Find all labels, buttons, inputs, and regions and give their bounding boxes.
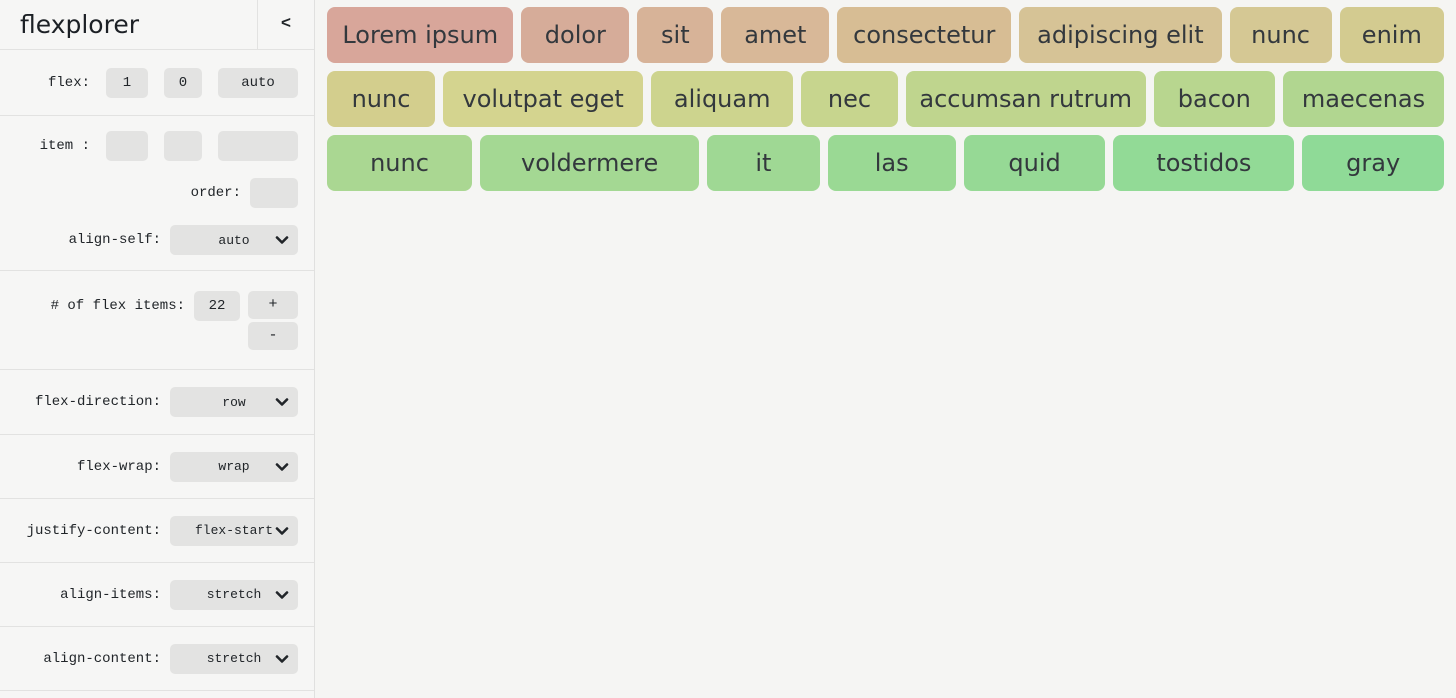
flex-basis-input[interactable] xyxy=(218,67,298,98)
align-items-select[interactable]: stretch xyxy=(170,579,298,610)
flex-item[interactable]: consectetur xyxy=(837,7,1012,63)
flex-item[interactable]: gray xyxy=(1302,135,1444,191)
flex-item[interactable]: nunc xyxy=(327,71,436,127)
flex-item[interactable]: nunc xyxy=(327,135,472,191)
align-self-value: auto xyxy=(218,232,250,248)
flex-item[interactable]: maecenas xyxy=(1283,71,1444,127)
flex-item[interactable]: aliquam xyxy=(651,71,794,127)
align-items-section: align-items: stretch xyxy=(0,563,314,627)
item-flex-basis-input[interactable] xyxy=(218,131,298,161)
flex-item[interactable]: las xyxy=(827,135,956,191)
flex-item[interactable]: amet xyxy=(721,7,830,63)
flex-item[interactable]: dolor xyxy=(521,7,630,63)
flex-direction-section: flex-direction: row xyxy=(0,370,314,435)
flex-wrap-section: flex-wrap: wrap xyxy=(0,435,314,499)
flex-shrink-input[interactable] xyxy=(164,67,202,98)
flex-direction-label: flex-direction: xyxy=(34,394,161,410)
add-item-button[interactable]: + xyxy=(248,290,298,319)
flex-grow-input[interactable] xyxy=(106,67,148,98)
align-content-section: align-content: stretch xyxy=(0,627,314,691)
sidebar: flexplorer < flex: item : order: xyxy=(0,0,315,698)
flex-items-count-group: + - xyxy=(194,290,298,350)
flex-label: flex: xyxy=(47,74,90,91)
flex-item[interactable]: nec xyxy=(801,71,898,127)
flex-item[interactable]: it xyxy=(707,135,820,191)
chevron-down-icon xyxy=(275,462,289,471)
justify-content-section: justify-content: flex-start xyxy=(0,499,314,563)
chevron-down-icon xyxy=(275,526,289,535)
item-label: item : xyxy=(39,138,90,154)
chevron-down-icon xyxy=(275,590,289,599)
item-flex-grow-input[interactable] xyxy=(106,131,148,161)
justify-content-select[interactable]: flex-start xyxy=(170,515,298,546)
flex-item[interactable]: bacon xyxy=(1153,71,1276,127)
flex-controls-section: flex: xyxy=(0,50,314,116)
order-input[interactable] xyxy=(250,178,298,208)
align-self-select[interactable]: auto xyxy=(170,225,298,255)
flex-item[interactable]: accumsan rutrum xyxy=(905,71,1146,127)
item-controls-section: item : order: align-self: auto xyxy=(0,116,314,271)
justify-content-value: flex-start xyxy=(194,523,273,538)
justify-content-label: justify-content: xyxy=(26,522,161,539)
flex-wrap-select[interactable]: wrap xyxy=(170,451,298,482)
chevron-down-icon xyxy=(275,236,289,244)
item-flex-shrink-input[interactable] xyxy=(164,131,202,161)
sidebar-header: flexplorer < xyxy=(0,0,314,50)
flex-items-count-label: # of flex items: xyxy=(50,297,185,314)
align-content-value: stretch xyxy=(206,651,262,666)
flex-wrap-label: flex-wrap: xyxy=(76,458,161,475)
collapse-sidebar-button[interactable]: < xyxy=(257,0,314,49)
align-content-label: align-content: xyxy=(43,650,161,667)
chevron-down-icon xyxy=(275,398,289,406)
flex-item[interactable]: enim xyxy=(1339,7,1444,63)
flex-wrap-value: wrap xyxy=(218,459,250,474)
flex-item[interactable]: volutpat eget xyxy=(443,71,644,127)
align-items-value: stretch xyxy=(206,587,262,602)
flex-item[interactable]: sit xyxy=(637,7,714,63)
align-items-label: align-items: xyxy=(60,586,161,603)
flex-items-count-input[interactable] xyxy=(194,290,240,321)
align-self-label: align-self: xyxy=(68,232,161,248)
flex-item[interactable]: voldermere xyxy=(480,135,700,191)
flex-item[interactable]: adipiscing elit xyxy=(1019,7,1222,63)
chevron-down-icon xyxy=(275,654,289,663)
align-content-select[interactable]: stretch xyxy=(170,643,298,674)
flex-item[interactable]: quid xyxy=(963,135,1106,191)
flex-direction-value: row xyxy=(222,394,246,410)
order-label: order: xyxy=(190,185,241,201)
remove-item-button[interactable]: - xyxy=(248,321,298,350)
page-title: flexplorer xyxy=(20,10,139,39)
flex-direction-select[interactable]: row xyxy=(170,387,298,417)
flex-items-count-section: # of flex items: + - xyxy=(0,271,314,370)
flex-item[interactable]: Lorem ipsum xyxy=(327,7,514,63)
flex-item[interactable]: tostidos xyxy=(1113,135,1295,191)
flex-item[interactable]: nunc xyxy=(1229,7,1332,63)
